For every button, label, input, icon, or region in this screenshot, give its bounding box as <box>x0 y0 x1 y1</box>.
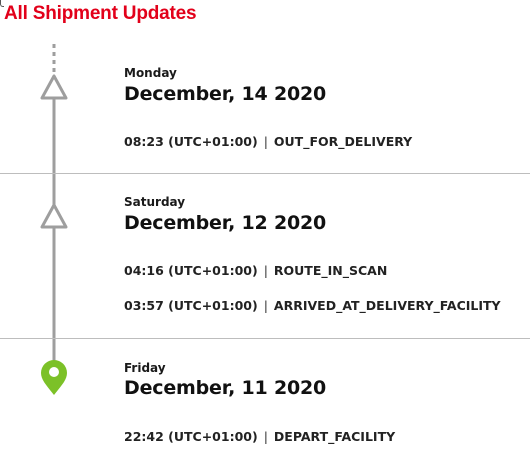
page-title: All Shipment Updates <box>4 3 197 24</box>
date-heading: December, 12 2020 <box>124 212 327 234</box>
separator: | <box>263 429 268 444</box>
event-status: ARRIVED_AT_DELIVERY_FACILITY <box>273 298 501 313</box>
corner-mark <box>0 0 4 7</box>
event-row: 04:16 (UTC+01:00) | ROUTE_IN_SCAN <box>124 263 387 278</box>
day-label: Friday <box>124 361 166 375</box>
event-row: 03:57 (UTC+01:00) | ARRIVED_AT_DELIVERY_FA… <box>124 298 501 313</box>
divider <box>0 338 530 339</box>
location-pin-icon <box>41 360 67 395</box>
event-time: 08:23 (UTC+01:00) <box>124 134 258 149</box>
divider <box>0 173 530 174</box>
event-status: OUT_FOR_DELIVERY <box>273 134 413 149</box>
event-row: 08:23 (UTC+01:00) | OUT_FOR_DELIVERY <box>124 134 412 149</box>
separator: | <box>263 263 268 278</box>
event-status: DEPART_FACILITY <box>273 429 396 444</box>
up-triangle-icon <box>40 203 68 229</box>
up-triangle-icon <box>40 74 68 100</box>
day-label: Saturday <box>124 195 186 209</box>
event-time: 22:42 (UTC+01:00) <box>124 429 258 444</box>
event-status: ROUTE_IN_SCAN <box>273 263 388 278</box>
day-label: Monday <box>124 66 177 80</box>
date-heading: December, 11 2020 <box>124 377 327 399</box>
event-row: 22:42 (UTC+01:00) | DEPART_FACILITY <box>124 429 395 444</box>
event-time: 03:57 (UTC+01:00) <box>124 298 258 313</box>
date-heading: December, 14 2020 <box>124 83 327 105</box>
separator: | <box>263 134 268 149</box>
event-time: 04:16 (UTC+01:00) <box>124 263 258 278</box>
separator: | <box>263 298 268 313</box>
